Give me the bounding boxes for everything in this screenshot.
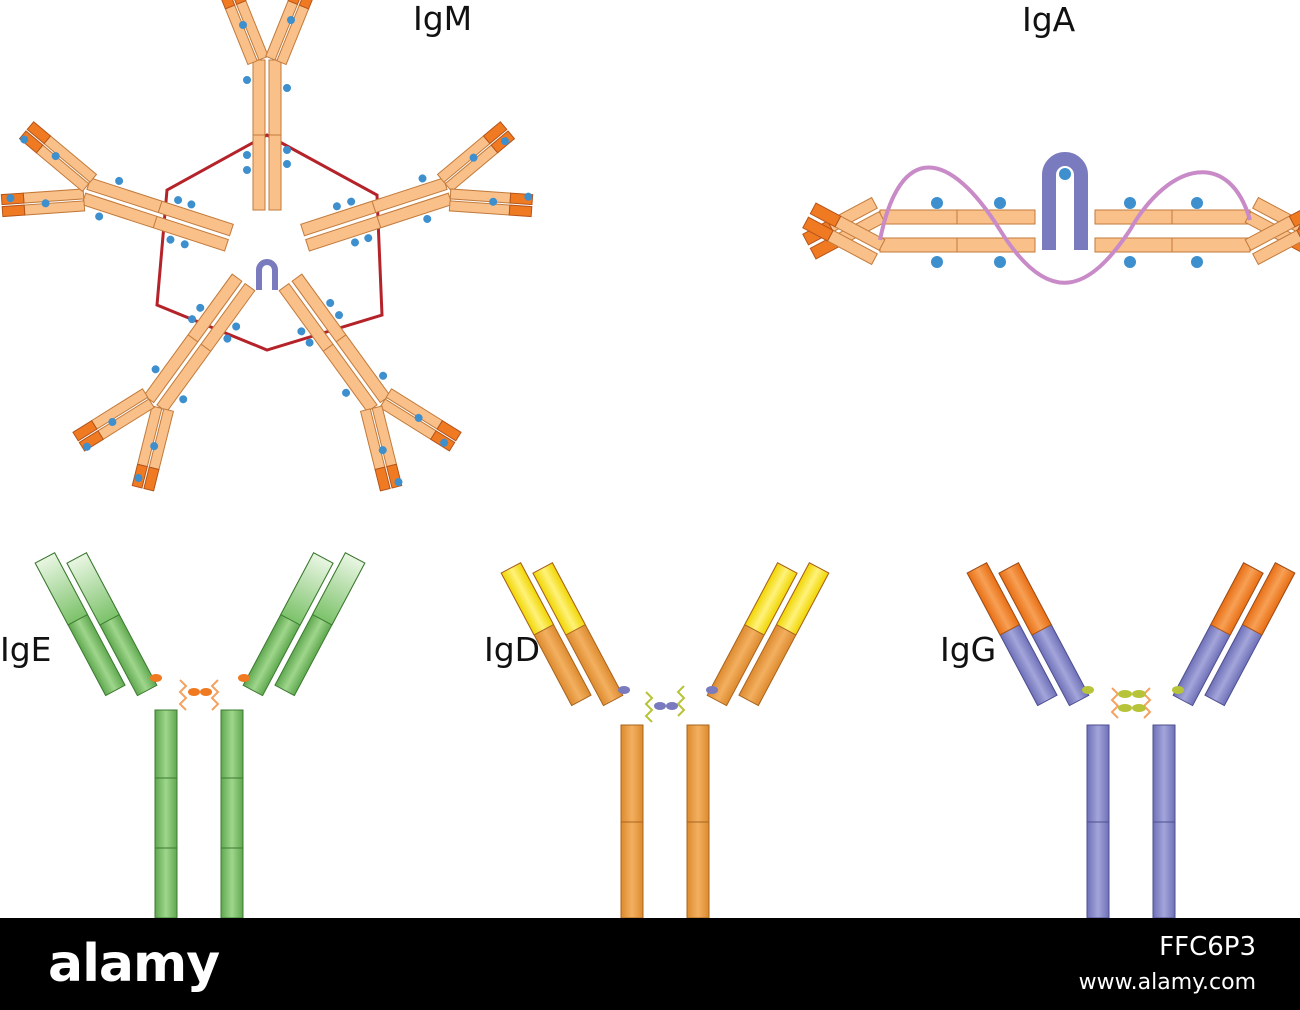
brand-logo: alamy <box>48 934 220 994</box>
ige-label: IgE <box>0 630 52 669</box>
igg-label: IgG <box>940 630 997 669</box>
iga-j-chain <box>1042 152 1088 250</box>
igm-pentamer <box>0 0 540 499</box>
image-id: FFC6P3 <box>1159 932 1256 962</box>
immunoglobulin-classes-diagram <box>0 0 1300 918</box>
iga-label: IgA <box>1022 0 1076 39</box>
iga-dimer <box>802 152 1300 285</box>
igm-label: IgM <box>413 0 473 38</box>
ige-antibody <box>34 552 366 918</box>
watermark-footer: alamy FFC6P3 www.alamy.com <box>0 918 1300 1010</box>
secretory-component <box>878 165 1252 285</box>
igg-antibody <box>966 562 1296 918</box>
igd-antibody <box>500 562 830 918</box>
j-chain <box>256 259 278 290</box>
site-url: www.alamy.com <box>1078 970 1256 995</box>
igd-label: IgD <box>484 630 541 669</box>
